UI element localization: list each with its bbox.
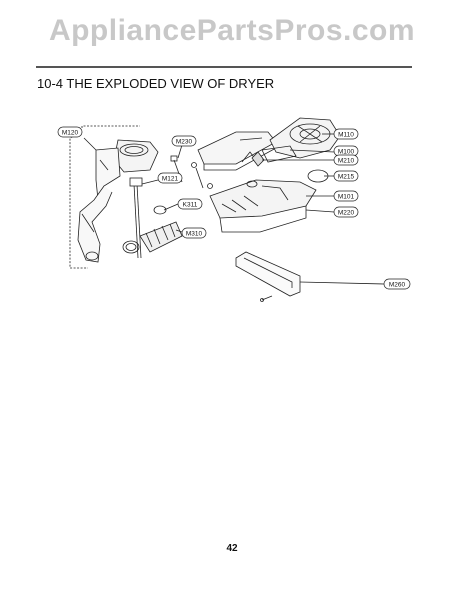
- label-bubble-k311: [177, 198, 203, 210]
- base-housing-m101: [209, 179, 317, 233]
- part-label-m260: M260: [389, 282, 406, 289]
- group-bracket: [69, 131, 88, 269]
- label-bubble-m310: [181, 227, 207, 239]
- part-label-m121: M121: [162, 176, 179, 183]
- label-bubble-m230: [171, 135, 197, 147]
- label-bubble-m121: [157, 172, 183, 184]
- part-label-m220: M220: [338, 210, 355, 217]
- part-label-m230: M230: [176, 139, 193, 146]
- part-label-m310: M310: [186, 231, 203, 238]
- label-bubble-m110: [333, 128, 359, 140]
- part-label-m215: M215: [338, 174, 355, 181]
- clip-k311: [153, 205, 167, 215]
- part-label-m210: M210: [338, 158, 355, 165]
- part-label-m100: M100: [338, 149, 355, 156]
- frame-m260: [235, 251, 301, 302]
- fan-part-m100: [261, 145, 297, 163]
- label-bubble-m220: [333, 206, 359, 218]
- watermark-text: AppliancePartsPros.com: [48, 14, 416, 47]
- label-bubble-m210: [333, 154, 359, 166]
- header-rule: [36, 66, 412, 68]
- label-bubble-m120: [57, 126, 83, 138]
- label-bubble-m215: [333, 170, 359, 182]
- part-label-m110: M110: [338, 132, 354, 139]
- duct-assembly-m120: [77, 139, 159, 263]
- page-number: 42: [226, 543, 238, 554]
- hose-m310: [122, 221, 183, 254]
- rod-m121: [129, 177, 143, 259]
- section-title: 10-4 THE EXPLODED VIEW OF DRYER: [37, 76, 275, 91]
- label-bubble-m260: [383, 278, 411, 290]
- part-label-k311: K311: [183, 202, 198, 209]
- part-label-m120: M120: [62, 130, 79, 137]
- label-bubble-m101: [333, 190, 359, 202]
- part-label-m101: M101: [338, 194, 355, 201]
- top-cover-panel: [197, 131, 277, 171]
